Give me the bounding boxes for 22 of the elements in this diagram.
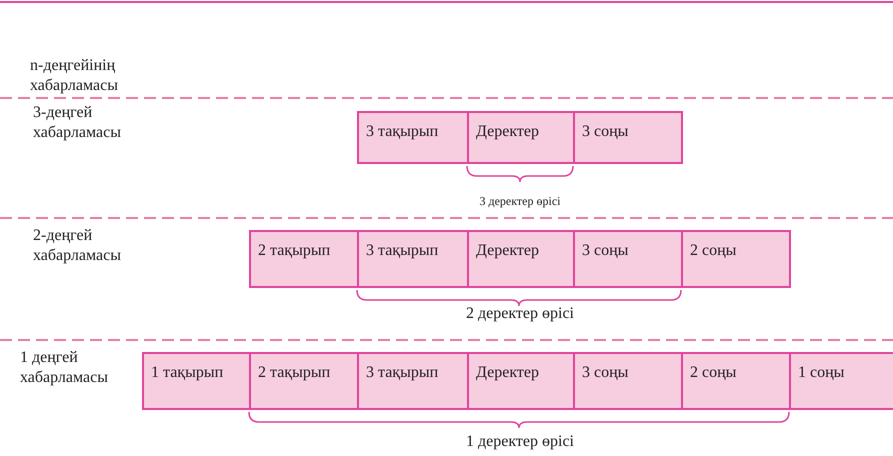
brace-label: 3 деректер өрісі [478, 194, 562, 209]
field-box: 1 тақырып [142, 352, 251, 410]
field-box: Деректер [467, 352, 575, 410]
layer-label: 1 деңгей хабарламасы [20, 348, 109, 388]
field-box: Деректер [467, 111, 575, 164]
layer-label: 3-деңгей хабарламасы [33, 103, 122, 143]
field-box: 3 тақырып [357, 111, 469, 164]
brace-label: 2 деректер өрісі [465, 305, 575, 323]
field-box: 2 тақырып [249, 230, 359, 288]
layer-label: n-деңгейінің хабарламасы [30, 56, 119, 96]
brace-label: 1 деректер өрісі [465, 433, 575, 451]
field-box: 3 соңы [573, 111, 683, 164]
layer-label: 2-деңгей хабарламасы [33, 226, 122, 266]
field-box: 3 тақырып [357, 352, 469, 410]
field-box: 3 соңы [573, 230, 683, 288]
field-box: Деректер [467, 230, 575, 288]
field-box: 2 тақырып [249, 352, 359, 410]
field-box: 2 соңы [681, 352, 791, 410]
field-box: 3 соңы [573, 352, 683, 410]
field-box: 2 соңы [681, 230, 791, 288]
field-box: 3 тақырып [357, 230, 469, 288]
field-box: 1 соңы [789, 352, 893, 410]
